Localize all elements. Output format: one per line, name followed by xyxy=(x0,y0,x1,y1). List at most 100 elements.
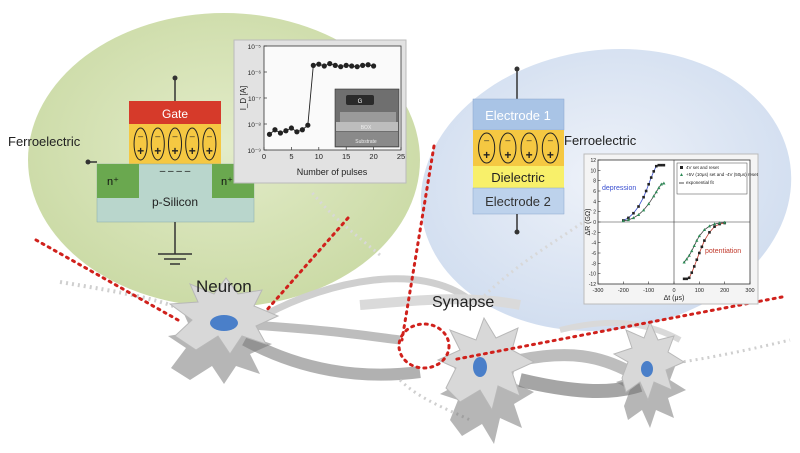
domain-oval xyxy=(133,127,148,161)
data-point xyxy=(299,127,305,133)
neuron-cell-1 xyxy=(168,277,280,384)
data-point xyxy=(657,163,661,167)
legend-entry-2: +5V (10μs) set and -4V (50μs) reset xyxy=(686,172,759,177)
y-tick-label: 10⁻⁸ xyxy=(248,122,262,129)
y-tick-label: -10 xyxy=(589,272,596,278)
data-point xyxy=(365,62,371,68)
data-point xyxy=(632,211,635,215)
domain-top-charge: – xyxy=(138,131,143,141)
legend-entry-3: exponential fit xyxy=(686,180,715,185)
domain-top-charge: – xyxy=(527,135,532,145)
x-tick-label: -200 xyxy=(618,288,629,294)
data-point xyxy=(621,219,625,223)
neuron-nucleus xyxy=(641,361,653,377)
data-point xyxy=(695,258,699,262)
data-point xyxy=(652,194,656,198)
domain-bottom-charge: + xyxy=(483,148,490,162)
domain-oval xyxy=(520,132,538,164)
domain-oval xyxy=(185,127,200,161)
data-point xyxy=(690,249,694,253)
x-tick-label: 100 xyxy=(695,288,704,294)
domain-top-charge: – xyxy=(207,131,212,141)
data-point xyxy=(305,122,311,128)
x-tick-label: 300 xyxy=(745,288,754,294)
y-tick-label: 4 xyxy=(593,199,596,205)
domain-top-charge: – xyxy=(190,131,195,141)
data-point xyxy=(707,224,712,228)
dielectric-layer xyxy=(473,166,564,188)
domain-top-charge: – xyxy=(484,135,489,145)
zoom-connectors xyxy=(34,144,784,370)
x-tick-label: 20 xyxy=(369,152,377,161)
data-point xyxy=(695,238,699,242)
x-tick-label: 5 xyxy=(289,152,293,161)
data-point xyxy=(685,277,688,281)
data-point xyxy=(316,61,322,67)
data-point xyxy=(702,227,706,231)
legend-entry-1: 4V set and reset xyxy=(686,165,720,170)
data-point xyxy=(713,225,716,228)
data-point xyxy=(697,234,701,238)
data-point xyxy=(310,62,316,68)
ferroelectric-left-label: Ferroelectric xyxy=(8,134,81,149)
data-point xyxy=(687,253,691,257)
y-tick-label: 2 xyxy=(593,210,596,216)
legend: 4V set and reset +5V (10μs) set and -4V … xyxy=(676,162,759,195)
data-point xyxy=(708,231,711,234)
data-point xyxy=(636,212,641,216)
y-tick-label: -4 xyxy=(592,241,597,247)
data-point xyxy=(659,182,663,186)
data-point xyxy=(687,276,691,280)
inset-label-substrate: Substrate xyxy=(355,139,377,145)
data-point xyxy=(277,130,284,136)
data-point xyxy=(712,222,717,226)
data-point xyxy=(682,277,686,281)
data-point xyxy=(321,63,327,69)
y-tick-label: 10⁻⁹ xyxy=(248,148,262,155)
data-point xyxy=(657,186,661,190)
data-point xyxy=(642,208,646,212)
x-tick-label: 200 xyxy=(720,288,729,294)
data-point xyxy=(642,195,645,199)
data-point xyxy=(685,257,689,261)
data-point xyxy=(692,265,696,268)
domain-oval xyxy=(202,127,217,161)
domain-top-charge: – xyxy=(505,135,510,145)
y-tick-label: 6 xyxy=(593,189,596,195)
neuron-cell-3 xyxy=(612,320,686,428)
y-tick-label: 10⁻⁵ xyxy=(248,44,262,51)
domain-oval xyxy=(541,132,559,164)
neuron-label: Neuron xyxy=(196,277,252,296)
dielectric-label: Dielectric xyxy=(491,170,545,185)
fefet-transistor: Gate –+–+–+–+–+ n⁺ n⁺ – – – – p-Silicon xyxy=(85,75,266,265)
data-point xyxy=(343,62,349,68)
data-point xyxy=(266,131,273,137)
y-tick-label: -12 xyxy=(589,282,596,288)
domain-bottom-charge: + xyxy=(137,144,144,158)
potentiation-annotation: potentiation xyxy=(705,248,741,255)
domain-bottom-charge: + xyxy=(504,148,511,162)
data-point xyxy=(654,164,658,168)
data-point xyxy=(703,239,706,242)
data-point xyxy=(354,64,360,70)
data-point xyxy=(631,216,636,220)
x-tick-label: -300 xyxy=(592,288,603,294)
domain-oval xyxy=(478,132,496,164)
domain-top-charge: – xyxy=(172,131,177,141)
data-point xyxy=(626,218,630,222)
domain-bottom-charge: + xyxy=(526,148,533,162)
synapse-highlight xyxy=(397,322,451,370)
electrode-1-label: Electrode 1 xyxy=(485,108,551,123)
data-point xyxy=(690,271,694,274)
data-point xyxy=(338,64,344,70)
x-tick-label: 15 xyxy=(342,152,350,161)
x-axis-label: Number of pulses xyxy=(297,167,368,177)
data-point xyxy=(698,251,701,255)
y-tick-label: 10⁻⁶ xyxy=(248,70,262,77)
domain-oval xyxy=(167,127,183,161)
neuron-cell-2 xyxy=(436,316,536,444)
y-tick-label: 12 xyxy=(590,158,596,164)
data-point xyxy=(692,243,696,247)
